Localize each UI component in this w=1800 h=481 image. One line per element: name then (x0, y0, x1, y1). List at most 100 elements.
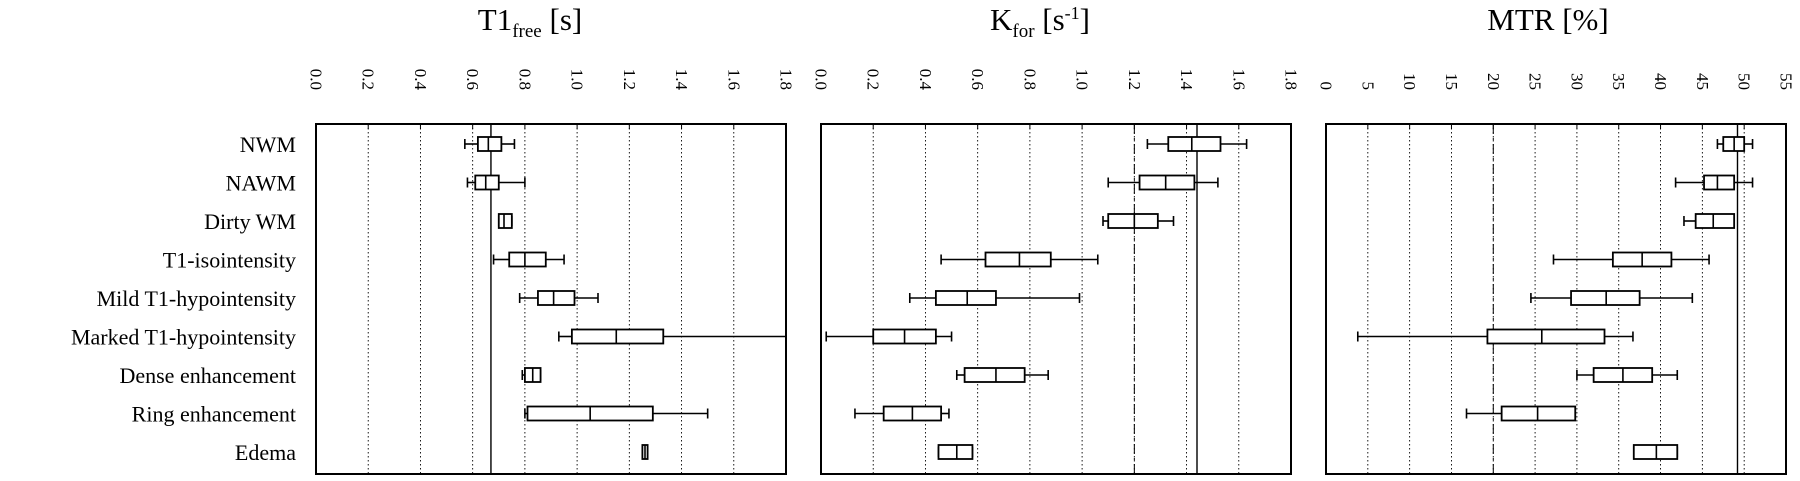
tick-label: 1.6 (1229, 69, 1248, 90)
tick-label: 15 (1442, 73, 1461, 90)
category-label-dirty-wm: Dirty WM (204, 209, 296, 234)
chart-title-suffix: [s] (542, 2, 582, 37)
tick-label: 55 (1777, 73, 1796, 90)
box (1107, 213, 1159, 229)
tick-label: 0.0 (812, 69, 831, 90)
boxplot-dense-enhancement (521, 367, 542, 383)
tick-label: 45 (1693, 73, 1712, 90)
boxplot-mild-t1-hypointensity (518, 290, 599, 306)
box (476, 136, 503, 152)
tick-label: 30 (1567, 73, 1586, 90)
tick-label: 0.8 (515, 69, 534, 90)
boxplot-nawm (1107, 174, 1219, 191)
tick-label: 5 (1358, 82, 1377, 91)
chart-title: Kfor [s-1] (990, 2, 1090, 42)
boxplot-ring-enhancement (524, 405, 709, 422)
tick-label: 0.6 (463, 69, 482, 90)
category-label-ring-enhancement: Ring enhancement (132, 402, 296, 427)
boxplot-edema (1632, 444, 1679, 460)
box (1694, 213, 1736, 229)
boxplot-t1-isointensity (1552, 251, 1710, 268)
tick-label: 20 (1484, 73, 1503, 90)
tick-label: 10 (1400, 73, 1419, 90)
tick-label: 1.6 (724, 69, 743, 90)
boxplot-mild-t1-hypointensity (908, 290, 1081, 306)
plot-frame (1325, 123, 1787, 475)
boxplot-mild-t1-hypointensity (1530, 290, 1694, 306)
category-label-nwm: NWM (240, 132, 296, 157)
tick-label: 1.8 (1282, 69, 1301, 90)
box (1570, 290, 1641, 306)
boxplot-nwm (1716, 136, 1754, 152)
chart-title-main: MTR [%] (1487, 2, 1608, 37)
tick-label: 0.8 (1020, 69, 1039, 90)
box (1500, 405, 1577, 422)
tick-label: 0.0 (307, 69, 326, 90)
tick-label: 1.0 (568, 69, 587, 90)
tick-label: 1.4 (1177, 69, 1196, 91)
chart-title-suffix: [s (1035, 2, 1065, 37)
boxplot-dirty-wm (1683, 213, 1736, 229)
tick-label: 0.4 (916, 69, 935, 91)
boxplot-t1-isointensity (492, 251, 565, 268)
boxplot-marked-t1-hypointensity (825, 328, 953, 345)
boxplot-dense-enhancement (1576, 367, 1679, 383)
panel-t1-free: T1free [s] 0.0 0.2 0.4 0.6 0.8 1.0 1.2 1.4 1.6 1.8 (307, 2, 796, 475)
chart-title: T1free [s] (478, 2, 582, 42)
tick-label: 1.0 (1073, 69, 1092, 90)
box (474, 174, 500, 191)
tick-label: 0.6 (968, 69, 987, 90)
boxplot-ring-enhancement (854, 405, 950, 422)
box (570, 328, 665, 345)
boxplot-t1-isointensity (940, 251, 1099, 268)
box (937, 444, 974, 460)
category-label-dense-enhancement: Dense enhancement (119, 363, 296, 388)
plot-frame (820, 123, 1292, 475)
category-label-edema: Edema (235, 440, 296, 465)
category-label-nawm: NAWM (226, 171, 296, 196)
box (1703, 174, 1736, 191)
box (1167, 136, 1222, 152)
boxplot-marked-t1-hypointensity (1356, 328, 1634, 345)
category-label-t1-isointensity: T1-isointensity (163, 248, 296, 273)
tick-label: 0.2 (864, 69, 883, 90)
tick-label: 0 (1317, 82, 1336, 91)
tick-label: 1.4 (672, 69, 691, 91)
tick-label: 0.4 (411, 69, 430, 91)
chart-title-subscript: free (512, 21, 542, 42)
category-label-marked-t1-hypointensity: Marked T1-hypointensity (71, 325, 296, 350)
box (497, 213, 513, 229)
boxplot-edema (937, 444, 974, 460)
tick-label: 1.8 (777, 69, 796, 90)
box (1486, 328, 1606, 345)
chart-title: MTR [%] (1487, 2, 1608, 37)
box (963, 367, 1026, 383)
chart-title-main: K (990, 2, 1013, 37)
chart-title-main: T1 (478, 2, 512, 37)
panel-k-for: Kfor [s-1] 0.0 0.2 0.4 0.6 0.8 1.0 1.2 1.4 1.6 1.8 (812, 2, 1301, 475)
boxplot-nawm (466, 174, 526, 191)
tick-label: 50 (1735, 73, 1754, 90)
chart-title-end: ] (1080, 2, 1090, 37)
tick-label: 25 (1526, 73, 1545, 90)
tick-label: 0.2 (359, 69, 378, 90)
chart-title-superscript: -1 (1065, 3, 1080, 23)
box (934, 290, 997, 306)
boxplot-nwm (1146, 136, 1248, 152)
boxplot-dirty-wm (497, 213, 513, 229)
box (984, 251, 1052, 268)
boxplot-nawm (1674, 174, 1754, 191)
tick-label: 40 (1651, 73, 1670, 90)
boxplot-ring-enhancement (1465, 405, 1577, 422)
plot-frame (315, 123, 787, 475)
tick-label: 1.2 (1125, 69, 1144, 90)
tick-label: 1.2 (620, 69, 639, 90)
box (1632, 444, 1679, 460)
box (508, 251, 547, 268)
boxplot-nwm (464, 136, 516, 152)
category-label-mild-t1-hypointensity: Mild T1-hypointensity (97, 286, 296, 311)
boxplot-dirty-wm (1102, 213, 1175, 229)
boxplot-edema (641, 444, 649, 460)
